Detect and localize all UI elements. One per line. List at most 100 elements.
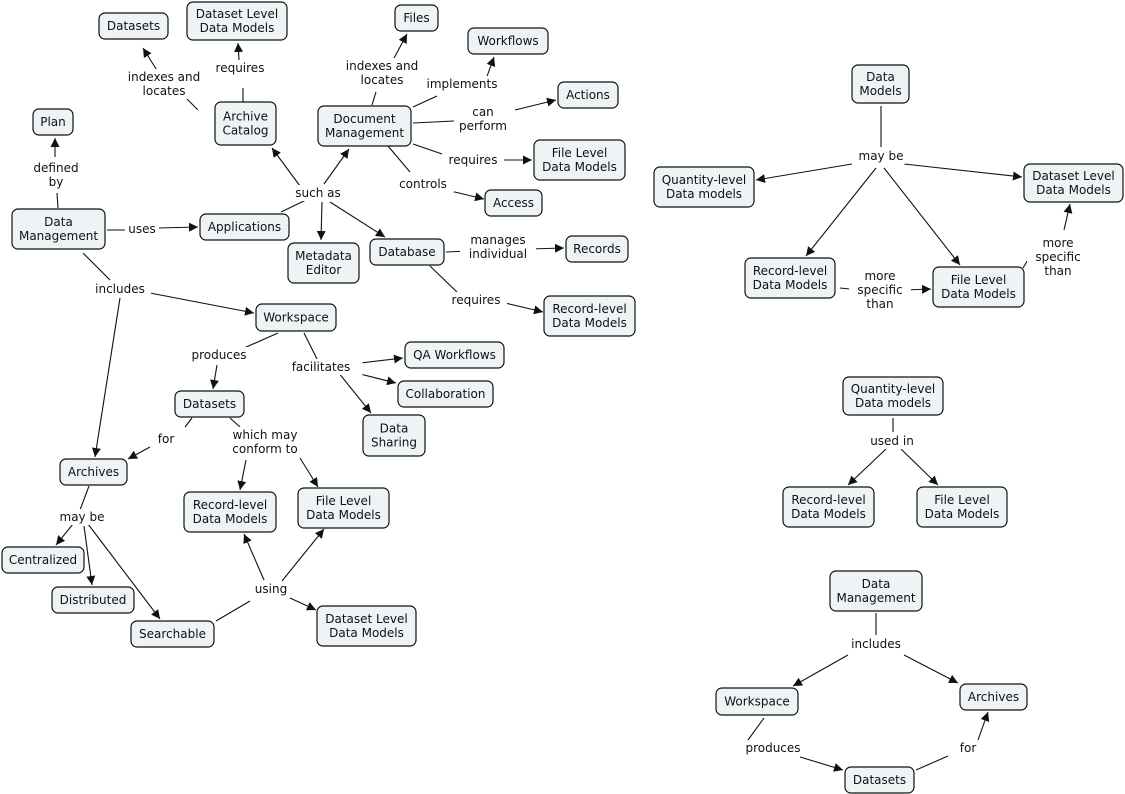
concept-node-records[interactable]: Records	[565, 235, 629, 263]
concept-node-database[interactable]: Database	[369, 238, 445, 266]
edge-66	[915, 755, 949, 771]
edge-10	[412, 143, 446, 156]
concept-node-workflows[interactable]: Workflows	[467, 27, 549, 55]
concept-node-box	[565, 235, 629, 263]
concept-node-box	[851, 64, 910, 104]
edge-51	[903, 163, 1023, 181]
concept-node-qa-workflows[interactable]: QA Workflows	[404, 341, 505, 369]
concept-node-box	[369, 238, 445, 266]
concept-node-plan[interactable]: Plan	[32, 108, 74, 136]
edge-9	[514, 97, 557, 111]
concept-node-distributed[interactable]: Distributed	[51, 586, 135, 614]
edge-28	[149, 292, 255, 316]
edge-17	[157, 222, 199, 232]
concept-node-b-datasets[interactable]: Datasets	[844, 766, 915, 794]
concept-node-collaboration[interactable]: Collaboration	[397, 380, 494, 408]
link-label-b-produces: produces	[745, 741, 800, 755]
concept-node-label-distributed: Distributed	[60, 593, 127, 607]
link-label-background	[188, 347, 250, 363]
concept-node-b-archives[interactable]: Archives	[959, 683, 1028, 711]
edge-1	[142, 47, 159, 73]
edge-14	[56, 192, 59, 209]
concept-node-box	[287, 242, 360, 284]
link-label-group: requires	[442, 152, 504, 168]
concept-node-centralized[interactable]: Centralized	[1, 546, 85, 574]
link-label-background	[58, 509, 106, 525]
concept-node-b-workspace[interactable]: Workspace	[715, 687, 799, 716]
concept-node-datasets-mid[interactable]: Datasets	[174, 390, 245, 418]
edge-12	[387, 145, 411, 173]
link-label-group: controls	[392, 176, 454, 192]
concept-node-box	[98, 12, 169, 40]
link-label-background	[1027, 235, 1089, 279]
concept-node-label-datasets-top: Datasets	[107, 19, 160, 33]
link-label-using: using	[255, 582, 287, 596]
link-label-such-as: such as	[295, 186, 340, 200]
link-label-group: may be	[58, 509, 106, 525]
link-label-background	[442, 152, 504, 168]
concept-node-box	[842, 376, 944, 416]
edge-31	[210, 364, 219, 390]
link-label-r-may-be: may be	[859, 149, 904, 163]
link-label-background	[392, 176, 454, 192]
concept-node-box	[362, 414, 426, 457]
edge-44	[87, 523, 161, 620]
concept-node-applications[interactable]: Applications	[199, 213, 290, 241]
concept-node-files[interactable]: Files	[394, 4, 439, 32]
link-label-group: such as	[290, 185, 346, 201]
concept-node-access[interactable]: Access	[484, 189, 543, 217]
edge-5	[392, 33, 408, 61]
concept-node-archives[interactable]: Archives	[59, 458, 128, 486]
concept-node-searchable[interactable]: Searchable	[130, 620, 215, 648]
concept-node-label-plan: Plan	[40, 115, 66, 129]
concept-node-label-workspace: Workspace	[263, 311, 329, 325]
link-label-group: includes	[845, 636, 907, 652]
concept-node-datasets-top[interactable]: Datasets	[98, 12, 169, 40]
concept-node-label-b-datasets: Datasets	[853, 773, 906, 787]
edge-35	[337, 371, 372, 414]
concept-node-actions[interactable]: Actions	[557, 81, 619, 109]
link-label-background	[445, 292, 507, 308]
concept-node-box	[404, 341, 505, 369]
link-label-background	[424, 76, 500, 92]
edge-46	[243, 533, 265, 581]
link-label-may-be: may be	[60, 510, 105, 524]
concept-node-label-centralized: Centralized	[9, 553, 77, 567]
concept-node-workspace[interactable]: Workspace	[255, 303, 337, 332]
concept-node-box	[32, 108, 74, 136]
edge-50	[755, 163, 853, 183]
